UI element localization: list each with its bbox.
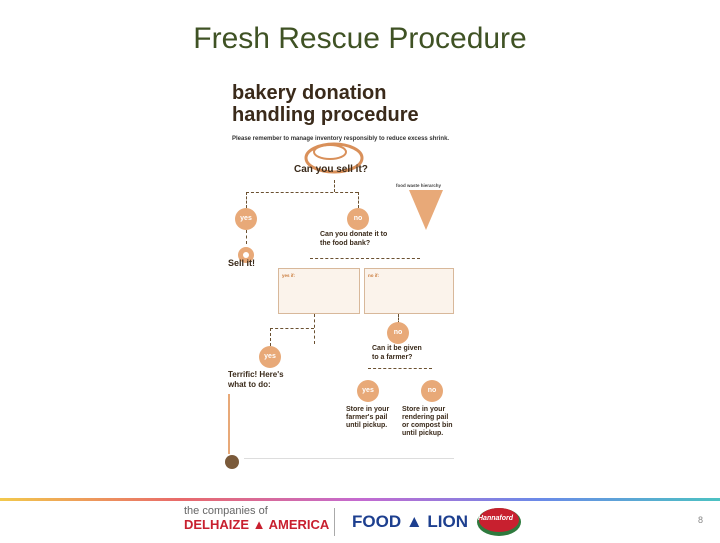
store-rendering-text: Store in your rendering pail or compost …: [402, 406, 453, 438]
lion-icon: ▲: [405, 512, 423, 531]
lion-icon: ▲: [252, 517, 266, 532]
connector: [246, 192, 358, 193]
question-donate-line1: Can you donate it to: [320, 231, 388, 238]
connector: [270, 328, 314, 329]
store-render-line3: or compost bin: [402, 422, 453, 429]
question-sell: Can you sell it?: [294, 164, 368, 175]
poster-heading-line1: bakery donation: [232, 82, 387, 104]
food-waste-pyramid-icon: [409, 190, 443, 230]
connector: [246, 192, 247, 208]
yes-circle: yes: [235, 208, 257, 230]
hannaford-emblem-icon: [477, 508, 521, 536]
terrific-line1: Terrific! Here's: [228, 370, 284, 379]
store-farmer-line2: farmer's pail: [346, 414, 388, 421]
no-circle: no: [347, 208, 369, 230]
connector: [314, 314, 315, 344]
no-if-label: no if:: [368, 273, 379, 278]
question-farmer-line1: Can it be given: [372, 345, 422, 352]
footer-separator: [334, 508, 335, 536]
question-donate: Can you donate it to the food bank?: [320, 230, 387, 248]
delhaize-america-wordmark: DELHAIZE ▲ AMERICA: [184, 517, 329, 533]
gear-icon: [238, 247, 254, 263]
poster-subheading: Please remember to manage inventory resp…: [232, 136, 450, 142]
connector: [246, 230, 247, 244]
poster-heading: bakery donation handling procedure: [232, 82, 419, 126]
america-text: AMERICA: [268, 517, 330, 532]
connector: [398, 314, 399, 324]
bakery-poster: bakery donation handling procedure Pleas…: [222, 72, 462, 472]
instructions-list: [228, 394, 316, 454]
connector: [368, 368, 432, 369]
connector: [358, 192, 359, 208]
slide-title: Fresh Rescue Procedure: [193, 22, 527, 55]
food-waste-title: food waste hierarchy: [396, 183, 442, 188]
no-if-box: no if:: [364, 268, 454, 314]
store-farmer-line1: Store in your: [346, 406, 390, 413]
yes-circle: yes: [259, 346, 281, 368]
footer-divider: [0, 498, 720, 501]
sell-it-label: Sell it!: [228, 258, 256, 268]
store-farmer-text: Store in your farmer's pail until pickup…: [346, 406, 389, 430]
yes-circle: yes: [357, 380, 379, 402]
yes-if-label: yes if:: [282, 273, 296, 278]
hannaford-logo: Hannaford: [474, 502, 524, 538]
companies-of-text: the companies of: [184, 505, 268, 517]
no-circle: no: [421, 380, 443, 402]
no-circle: no: [387, 322, 409, 344]
fine-print: [244, 458, 454, 469]
delhaize-text: DELHAIZE: [184, 517, 249, 532]
store-farmer-line3: until pickup.: [346, 422, 388, 429]
food-lion-logo: FOOD ▲ LION: [352, 512, 468, 532]
food-text: FOOD: [352, 512, 402, 531]
seal-logo: [225, 455, 239, 469]
connector: [270, 328, 271, 346]
question-farmer-line2: to a farmer?: [372, 354, 413, 361]
terrific-line2: what to do:: [228, 380, 271, 389]
poster-heading-line2: handling procedure: [232, 104, 419, 126]
page-number: 8: [698, 515, 704, 525]
connector: [310, 258, 420, 259]
lion-text: LION: [427, 512, 469, 531]
store-render-line1: Store in your: [402, 406, 446, 413]
question-donate-line2: the food bank?: [320, 240, 371, 247]
yes-if-box: yes if:: [278, 268, 360, 314]
terrific-heading: Terrific! Here's what to do:: [228, 370, 284, 390]
delhaize-america-logo: the companies of DELHAIZE ▲ AMERICA: [184, 506, 329, 533]
question-farmer: Can it be given to a farmer?: [372, 344, 422, 362]
bread-icon: [304, 142, 364, 174]
store-render-line4: until pickup.: [402, 430, 444, 437]
hannaford-text: Hannaford: [478, 515, 513, 522]
connector: [334, 180, 335, 192]
store-render-line2: rendering pail: [402, 414, 449, 421]
